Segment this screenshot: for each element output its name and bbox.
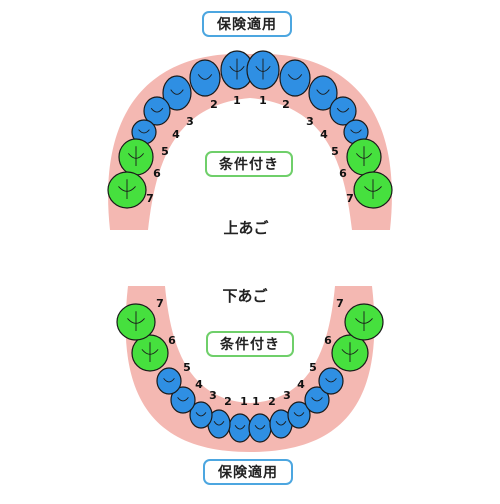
- lower-insured-badge: 保険適用: [203, 459, 293, 485]
- upper-tooth-left-6: [118, 138, 154, 176]
- upper-tooth-right-4: [329, 96, 357, 126]
- lower-tooth-left-5: [156, 367, 182, 395]
- lower-teeth: [116, 303, 384, 443]
- lower-tooth-right-1: [248, 413, 272, 443]
- lower-tooth-number-left-5: 5: [183, 361, 191, 374]
- upper-tooth-right-7: [353, 171, 393, 209]
- upper-tooth-number-right-3: 3: [306, 115, 314, 128]
- upper-tooth-right-2: [279, 59, 311, 97]
- lower-tooth-number-right-2: 2: [268, 395, 276, 408]
- lower-jaw-label: 下あご: [222, 287, 268, 305]
- upper-insured-badge: 保険適用: [202, 11, 292, 37]
- upper-jaw-label: 上あご: [223, 219, 269, 237]
- lower-tooth-left-3: [189, 401, 213, 429]
- lower-tooth-left-1: [228, 413, 252, 443]
- lower-tooth-left-4: [170, 386, 196, 414]
- lower-tooth-right-6: [331, 334, 369, 372]
- upper-tooth-left-4: [143, 96, 171, 126]
- upper-tooth-right-6: [346, 138, 382, 176]
- upper-tooth-left-3: [162, 75, 192, 111]
- upper-tooth-number-left-1: 1: [233, 94, 241, 107]
- upper-tooth-number-left-3: 3: [186, 115, 194, 128]
- upper-tooth-number-left-6: 6: [153, 167, 161, 180]
- lower-tooth-right-5: [318, 367, 344, 395]
- lower-tooth-right-3: [287, 401, 311, 429]
- upper-tooth-number-left-2: 2: [210, 98, 218, 111]
- upper-tooth-number-left-4: 4: [172, 128, 180, 141]
- lower-tooth-right-7: [344, 303, 384, 341]
- lower-conditional-badge: 条件付き: [206, 331, 294, 357]
- lower-tooth-number-left-4: 4: [195, 378, 203, 391]
- upper-tooth-left-1: [220, 50, 254, 90]
- lower-tooth-number-left-2: 2: [224, 395, 232, 408]
- upper-tooth-number-right-5: 5: [331, 145, 339, 158]
- upper-tooth-right-3: [308, 75, 338, 111]
- upper-tooth-left-7: [107, 171, 147, 209]
- upper-tooth-left-2: [189, 59, 221, 97]
- upper-tooth-number-left-7: 7: [146, 192, 154, 205]
- lower-tooth-left-7: [116, 303, 156, 341]
- lower-tooth-number-left-1: 1: [240, 395, 248, 408]
- upper-tooth-number-right-2: 2: [282, 98, 290, 111]
- lower-tooth-number-right-4: 4: [297, 378, 305, 391]
- upper-tooth-number-right-7: 7: [346, 192, 354, 205]
- lower-tooth-number-right-3: 3: [283, 389, 291, 402]
- upper-tooth-number-right-1: 1: [259, 94, 267, 107]
- upper-tooth-right-1: [246, 50, 280, 90]
- lower-tooth-number-right-6: 6: [324, 334, 332, 347]
- upper-tooth-number-right-6: 6: [339, 167, 347, 180]
- lower-tooth-number-left-6: 6: [168, 334, 176, 347]
- upper-tooth-number-right-4: 4: [320, 128, 328, 141]
- upper-teeth: [107, 50, 393, 209]
- lower-tooth-number-right-5: 5: [309, 361, 317, 374]
- lower-tooth-number-right-1: 1: [252, 395, 260, 408]
- lower-tooth-number-left-3: 3: [209, 389, 217, 402]
- lower-tooth-number-left-7: 7: [156, 297, 164, 310]
- lower-tooth-right-4: [304, 386, 330, 414]
- upper-tooth-number-left-5: 5: [161, 145, 169, 158]
- upper-conditional-badge: 条件付き: [205, 151, 293, 177]
- lower-tooth-number-right-7: 7: [336, 297, 344, 310]
